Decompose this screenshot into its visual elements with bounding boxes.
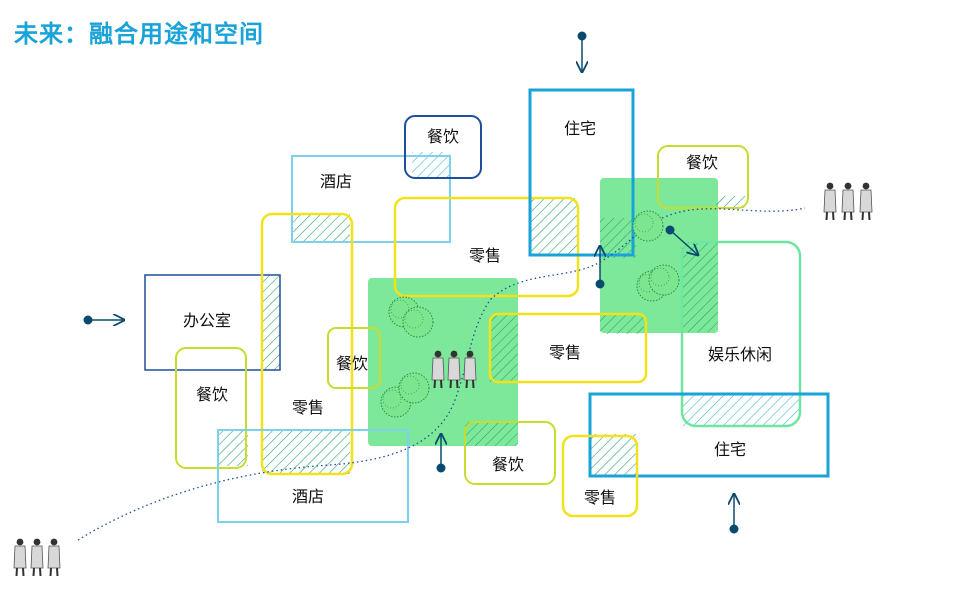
dining-zone-top <box>404 115 482 179</box>
retail-zone-left <box>260 212 354 476</box>
dining-zone-bottom <box>464 421 556 485</box>
label-office: 办公室 <box>183 311 231 330</box>
arrow-icon <box>578 31 587 73</box>
people-group-icon <box>823 181 873 221</box>
leisure-zone <box>680 240 802 428</box>
dining-zone-mid <box>327 327 381 389</box>
label-residential-bottom: 住宅 <box>714 440 746 459</box>
label-retail-left: 零售 <box>292 398 324 417</box>
label-hotel-top: 酒店 <box>320 172 352 191</box>
label-dining-right: 餐饮 <box>686 153 718 172</box>
retail-zone-bottom <box>561 434 639 518</box>
hotel-zone-bottom <box>217 429 409 523</box>
label-dining-left: 餐饮 <box>196 385 228 404</box>
arrow-icon <box>665 225 699 256</box>
retail-zone-center <box>393 196 580 298</box>
label-leisure: 娱乐休闲 <box>708 345 772 364</box>
label-retail-mid: 零售 <box>549 343 581 362</box>
label-retail-bottom: 零售 <box>584 488 616 507</box>
label-dining-top: 餐饮 <box>427 127 459 146</box>
arrow-icon <box>83 316 125 325</box>
label-hotel-bottom: 酒店 <box>292 487 324 506</box>
label-dining-bottom: 餐饮 <box>492 455 524 474</box>
people-group-icon <box>13 537 61 577</box>
label-residential-top: 住宅 <box>564 119 596 138</box>
office-zone <box>144 274 281 371</box>
page-title: 未来：融合用途和空间 <box>14 20 264 48</box>
arrow-icon <box>596 246 605 289</box>
label-retail-center: 零售 <box>469 246 501 265</box>
dining-zone-right <box>657 145 749 209</box>
arrow-icon <box>730 494 739 534</box>
label-dining-mid: 餐饮 <box>336 354 368 373</box>
residential-zone-top <box>528 88 635 257</box>
retail-zone-mid <box>488 312 648 384</box>
arrow-icon <box>437 434 446 473</box>
dining-zone-left <box>175 347 247 469</box>
